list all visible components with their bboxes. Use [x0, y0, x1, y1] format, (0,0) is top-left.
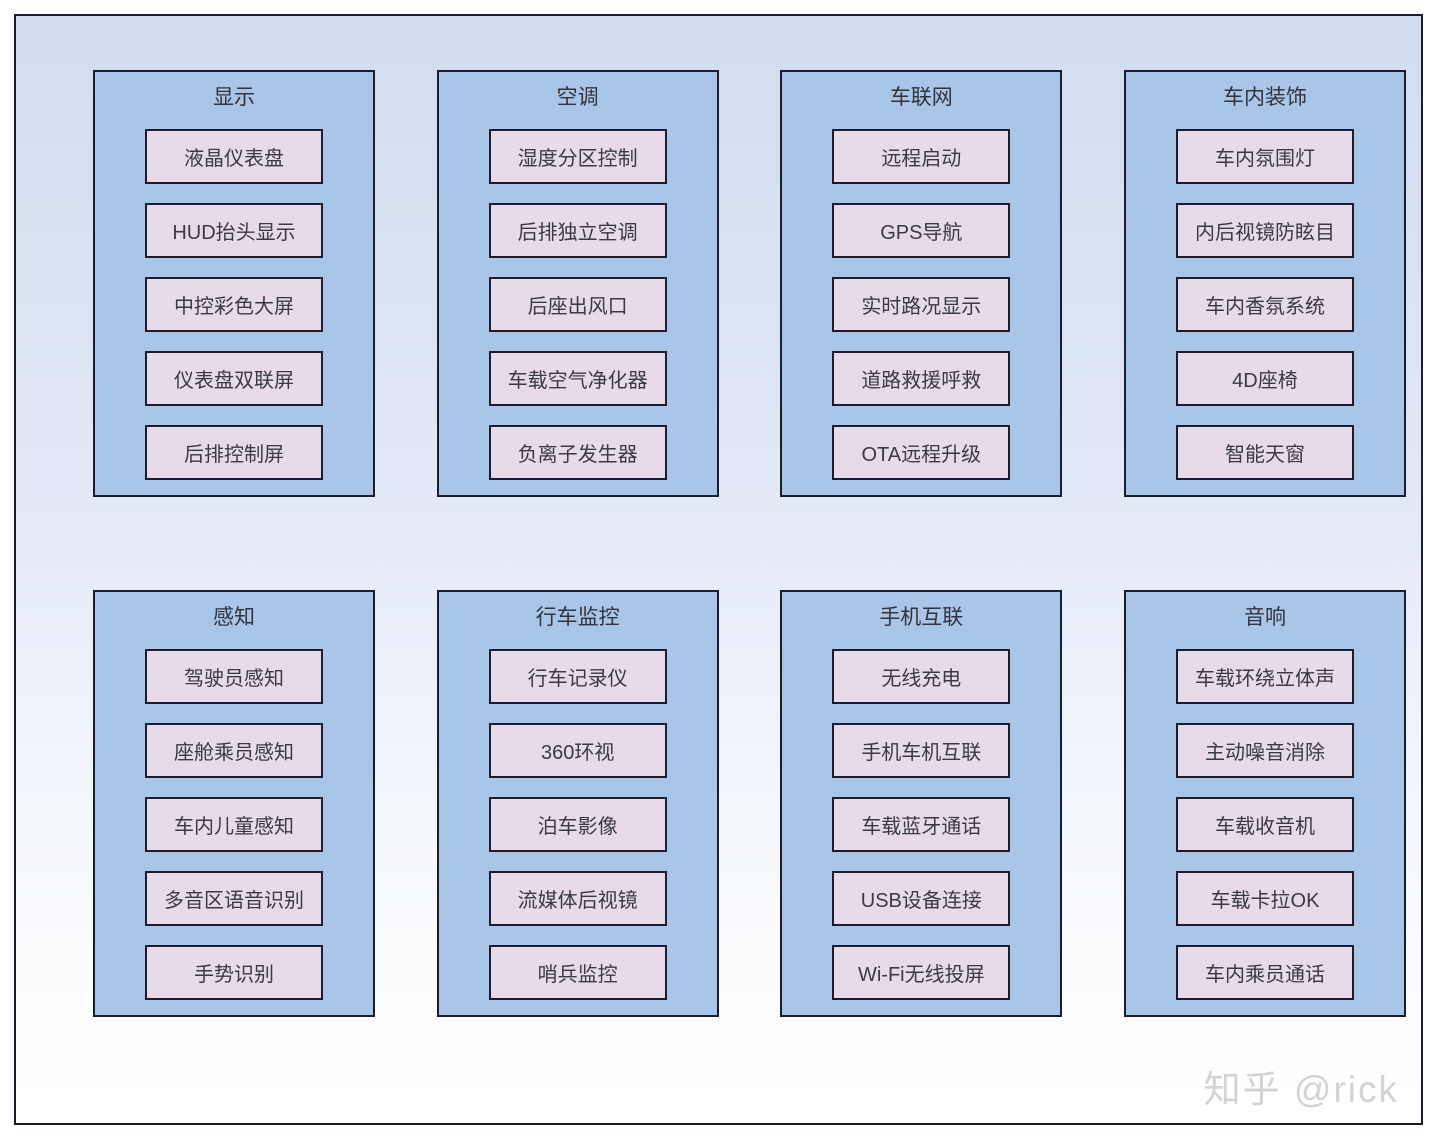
feature-item: Wi-Fi无线投屏	[832, 945, 1011, 1000]
group-phone-interconnect: 手机互联 无线充电 手机车机互联 车载蓝牙通话 USB设备连接 Wi-Fi无线投…	[780, 590, 1063, 1017]
feature-item: 车内乘员通话	[1175, 945, 1354, 1000]
feature-item: 液晶仪表盘	[145, 129, 323, 184]
feature-item: 车内儿童感知	[145, 797, 323, 852]
feature-item: 内后视镜防眩目	[1175, 203, 1354, 258]
group-interior-decoration: 车内装饰 车内氛围灯 内后视镜防眩目 车内香氛系统 4D座椅 智能天窗	[1123, 70, 1406, 497]
diagram-frame: 显示 液晶仪表盘 HUD抬头显示 中控彩色大屏 仪表盘双联屏 后排控制屏 空调 …	[14, 14, 1423, 1125]
group-title: 音响	[1243, 606, 1286, 629]
diagram-row-bottom: 感知 驾驶员感知 座舱乘员感知 车内儿童感知 多音区语音识别 手势识别 行车监控…	[93, 590, 1406, 1017]
group-title: 显示	[213, 86, 255, 109]
diagram-row-top: 显示 液晶仪表盘 HUD抬头显示 中控彩色大屏 仪表盘双联屏 后排控制屏 空调 …	[93, 70, 1406, 497]
feature-item: 行车记录仪	[488, 649, 667, 704]
feature-item: 360环视	[488, 723, 667, 778]
feature-item: 车内香氛系统	[1175, 277, 1354, 332]
feature-item: GPS导航	[832, 203, 1011, 258]
feature-item: 泊车影像	[488, 797, 667, 852]
feature-item: 后排控制屏	[145, 425, 323, 480]
feature-item: 实时路况显示	[832, 277, 1011, 332]
group-title: 车联网	[889, 86, 953, 109]
feature-item: 后座出风口	[488, 277, 667, 332]
feature-item: 4D座椅	[1175, 351, 1354, 406]
feature-item: 智能天窗	[1175, 425, 1354, 480]
feature-item: 车载空气净化器	[488, 351, 667, 406]
feature-item: 哨兵监控	[488, 945, 667, 1000]
feature-item: 道路救援呼救	[832, 351, 1011, 406]
feature-item: HUD抬头显示	[145, 203, 323, 258]
group-display: 显示 液晶仪表盘 HUD抬头显示 中控彩色大屏 仪表盘双联屏 后排控制屏	[93, 70, 375, 497]
feature-item: 后排独立空调	[488, 203, 667, 258]
group-perception: 感知 驾驶员感知 座舱乘员感知 车内儿童感知 多音区语音识别 手势识别	[93, 590, 375, 1017]
group-title: 手机互联	[879, 606, 964, 629]
feature-item: 湿度分区控制	[488, 129, 667, 184]
feature-item: 车内氛围灯	[1175, 129, 1354, 184]
group-title: 行车监控	[535, 606, 620, 629]
group-air-conditioning: 空调 湿度分区控制 后排独立空调 后座出风口 车载空气净化器 负离子发生器	[436, 70, 719, 497]
feature-item: 主动噪音消除	[1175, 723, 1354, 778]
feature-item: 中控彩色大屏	[145, 277, 323, 332]
feature-item: 流媒体后视镜	[488, 871, 667, 926]
feature-item: 驾驶员感知	[145, 649, 323, 704]
group-title: 空调	[556, 86, 599, 109]
watermark: 知乎 @rick	[1203, 1069, 1399, 1110]
group-title: 车内装饰	[1222, 86, 1307, 109]
group-title: 感知	[213, 606, 255, 629]
group-audio: 音响 车载环绕立体声 主动噪音消除 车载收音机 车载卡拉OK 车内乘员通话	[1123, 590, 1406, 1017]
feature-item: 负离子发生器	[488, 425, 667, 480]
feature-item: 车载收音机	[1175, 797, 1354, 852]
feature-item: 座舱乘员感知	[145, 723, 323, 778]
feature-item: OTA远程升级	[832, 425, 1011, 480]
feature-item: 车载卡拉OK	[1175, 871, 1354, 926]
feature-item: 远程启动	[832, 129, 1011, 184]
feature-item: 无线充电	[832, 649, 1011, 704]
feature-item: 车载环绕立体声	[1175, 649, 1354, 704]
feature-item: 手势识别	[145, 945, 323, 1000]
feature-item: 车载蓝牙通话	[832, 797, 1011, 852]
feature-item: 仪表盘双联屏	[145, 351, 323, 406]
feature-item: 多音区语音识别	[145, 871, 323, 926]
feature-item: USB设备连接	[832, 871, 1011, 926]
group-driving-monitor: 行车监控 行车记录仪 360环视 泊车影像 流媒体后视镜 哨兵监控	[436, 590, 719, 1017]
group-telematics: 车联网 远程启动 GPS导航 实时路况显示 道路救援呼救 OTA远程升级	[780, 70, 1063, 497]
feature-item: 手机车机互联	[832, 723, 1011, 778]
